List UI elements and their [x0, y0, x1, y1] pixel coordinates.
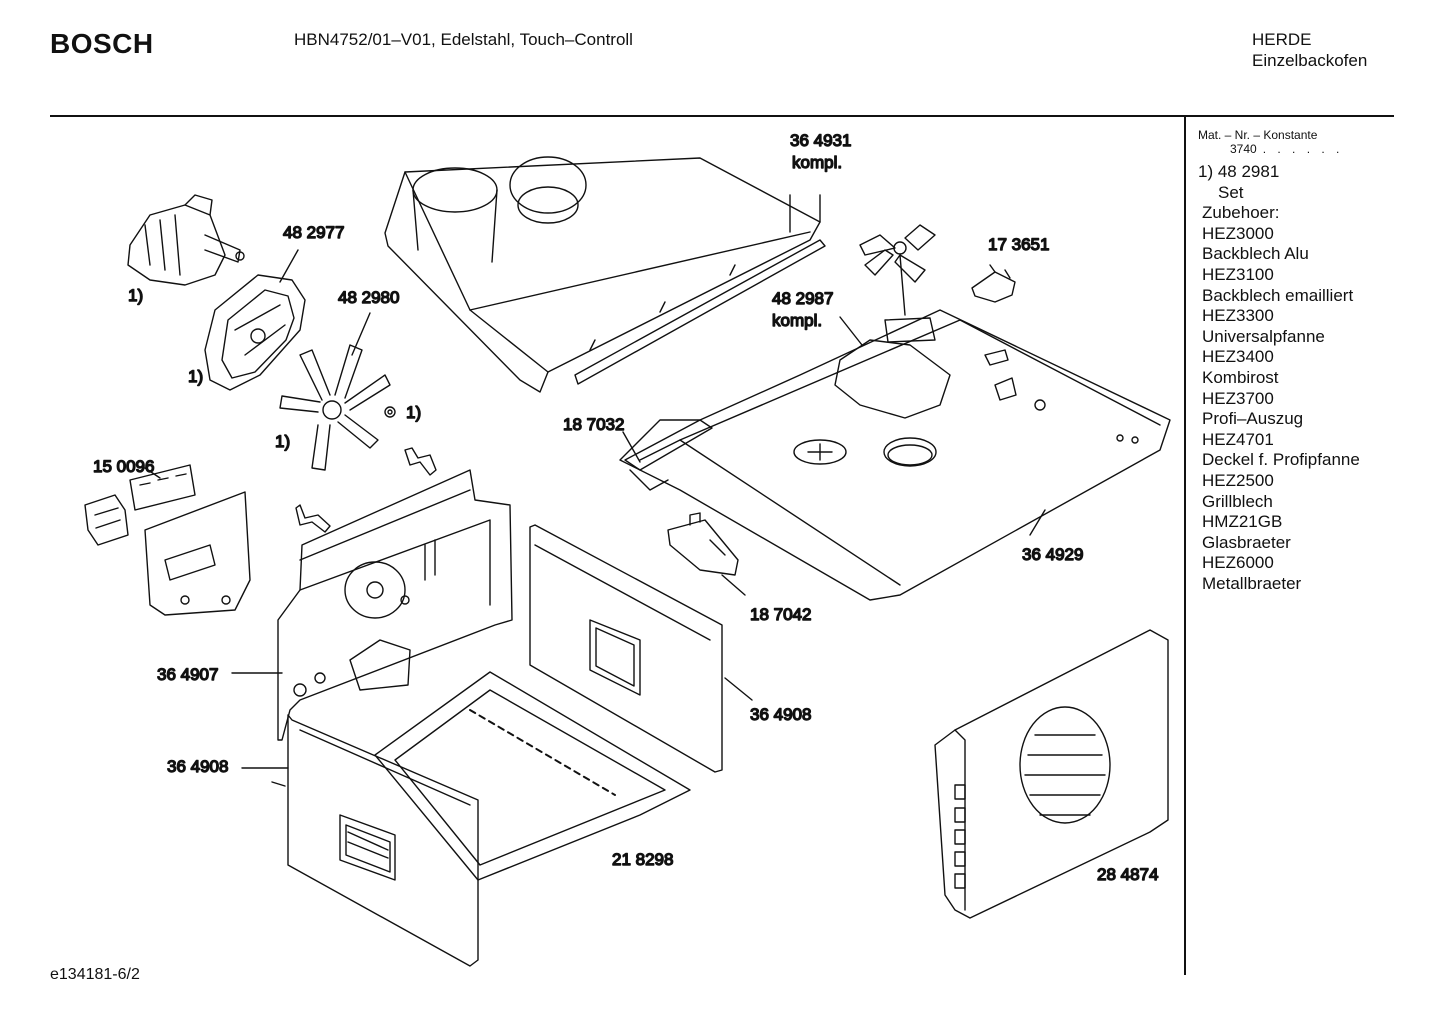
part-label-364931-note: kompl. — [792, 153, 842, 172]
part-label-150096: 15 0096 — [93, 457, 154, 476]
part-label-482987: 48 2987 — [772, 289, 833, 308]
part-label-187042: 18 7042 — [750, 605, 811, 624]
part-label-364931: 36 4931 — [790, 131, 851, 150]
accessory-code: HEZ3100 — [1202, 264, 1274, 284]
accessory-name: Grillblech — [1202, 491, 1273, 511]
document-id: e134181-6/2 — [50, 966, 140, 983]
mat-nr-label: Mat. – Nr. – Konstante — [1198, 128, 1318, 142]
accessory-name: Profi–Auszug — [1202, 409, 1304, 429]
footnote-marker-fan: 1) — [275, 432, 290, 451]
accessory-code: HEZ6000 — [1202, 553, 1274, 573]
door-panel-part — [934, 629, 1169, 919]
category-line1: HERDE — [1252, 30, 1312, 49]
accessory-code: HMZ21GB — [1202, 512, 1283, 532]
footnote-marker-motor: 1) — [128, 286, 143, 305]
accessory-name: Metallbraeter — [1202, 573, 1302, 593]
accessory-code: HEZ3700 — [1202, 388, 1274, 408]
konstante-dots: . . . . . . — [1262, 142, 1344, 156]
cooling-fan-part — [859, 224, 936, 343]
accessories-title: Zubehoer: — [1202, 203, 1280, 223]
mounting-bracket-part — [295, 447, 437, 533]
bottom-tray-part — [374, 671, 691, 881]
seal-part — [624, 419, 713, 491]
accessory-code: HEZ3000 — [1202, 223, 1274, 243]
part-label-364908-right: 36 4908 — [750, 705, 811, 724]
back-plate-part — [204, 274, 306, 391]
switch-assembly-part — [84, 464, 251, 616]
part-label-284874: 28 4874 — [1097, 865, 1158, 884]
accessory-name: Kombirost — [1202, 367, 1279, 387]
konstante-line: 3740 . . . . . . — [1198, 142, 1360, 156]
fan-motor-part — [127, 194, 245, 286]
accessory-name: Deckel f. Profipfanne — [1202, 450, 1360, 470]
accessory-code: HEZ2500 — [1202, 470, 1274, 490]
right-side-wall-part — [529, 524, 723, 773]
oven-ceiling-part — [619, 309, 1171, 601]
part-label-364929: 36 4929 — [1022, 545, 1083, 564]
accessory-code: HEZ3300 — [1202, 306, 1274, 326]
accessory-code: HEZ3400 — [1202, 347, 1274, 367]
thermostat-part — [971, 264, 1016, 303]
accessories-list: Zubehoer: HEZ3000 Backblech Alu HEZ3100 … — [1198, 203, 1360, 594]
leader-lines — [144, 194, 1046, 769]
footnote-marker-nut: 1) — [406, 403, 421, 422]
lamp-holder-part — [667, 512, 739, 576]
header-rule — [50, 115, 1394, 117]
bosch-logo: BOSCH — [50, 28, 154, 59]
set-reference-number: 1) 48 2981 — [1198, 162, 1280, 181]
category-line2: Einzelbackofen — [1252, 51, 1368, 70]
accessory-name: Universalpfanne — [1202, 326, 1325, 346]
sidebar-divider — [1184, 117, 1186, 975]
accessory-name: Backblech emailliert — [1202, 285, 1354, 305]
duct-cover-part — [384, 156, 826, 393]
part-label-482987-note: kompl. — [772, 311, 822, 330]
footnote-marker-plate: 1) — [188, 367, 203, 386]
part-label-218298: 21 8298 — [612, 850, 673, 869]
part-label-364908-left: 36 4908 — [167, 757, 228, 776]
set-reference: 1) 48 2981 Set — [1198, 162, 1360, 203]
part-label-187032: 18 7032 — [563, 415, 624, 434]
sidebar: Mat. – Nr. – Konstante 3740 . . . . . . 1… — [1198, 128, 1360, 594]
konstante-value: 3740 — [1230, 142, 1257, 156]
part-label-364907: 36 4907 — [157, 665, 218, 684]
part-label-482977: 48 2977 — [283, 223, 344, 242]
fan-wheel-part — [279, 344, 396, 471]
accessory-name: Backblech Alu — [1202, 244, 1309, 264]
part-label-173651: 17 3651 — [988, 235, 1049, 254]
category-block: HERDE Einzelbackofen — [1252, 29, 1367, 71]
accessory-name: Glasbraeter — [1202, 532, 1291, 552]
part-label-482980: 48 2980 — [338, 288, 399, 307]
accessory-code: HEZ4701 — [1202, 429, 1274, 449]
model-title: HBN4752/01–V01, Edelstahl, Touch–Control… — [294, 30, 633, 49]
left-side-wall-part — [271, 714, 479, 967]
rear-wall-part — [277, 469, 513, 741]
set-reference-label: Set — [1218, 182, 1244, 202]
